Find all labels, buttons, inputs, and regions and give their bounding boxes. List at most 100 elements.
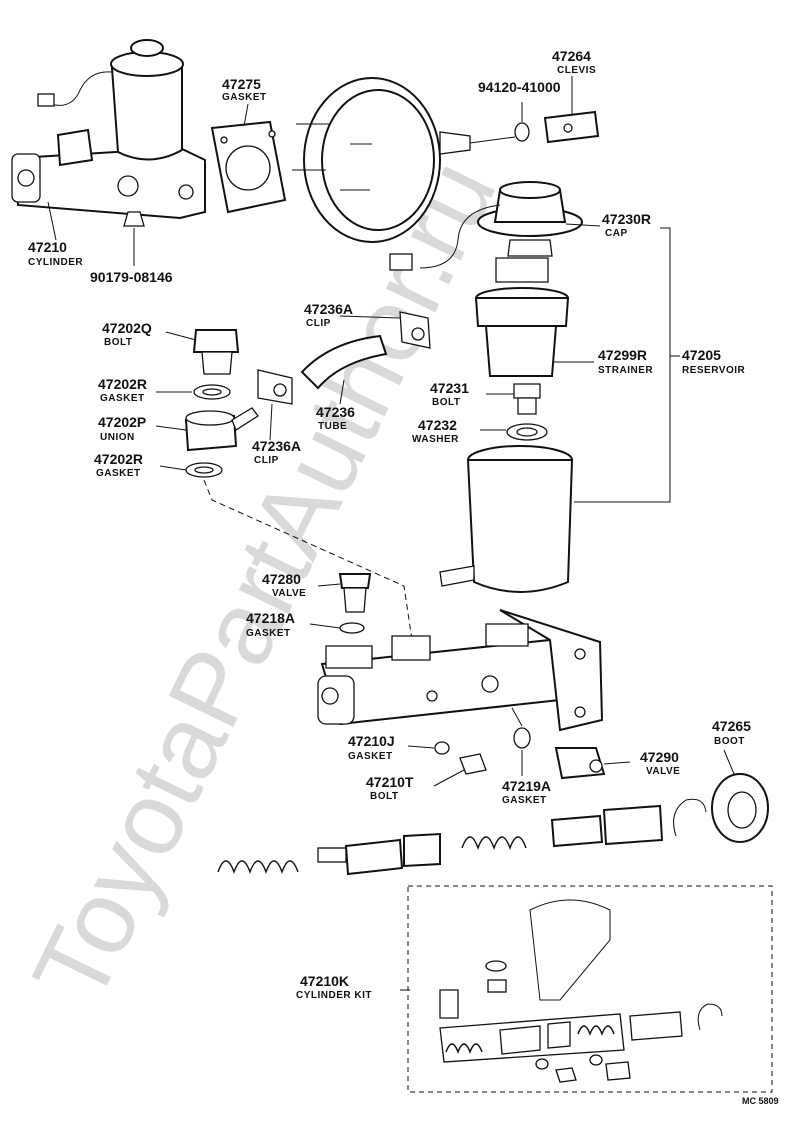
- svg-text:47232: 47232: [418, 417, 457, 433]
- svg-text:GASKET: GASKET: [246, 628, 291, 639]
- cylinder-body-illustration[interactable]: [317, 609, 604, 732]
- cylinder-kit-illustration[interactable]: [439, 899, 723, 1083]
- label-47210T: 47210T BOLT: [366, 774, 414, 802]
- label-47231: 47231 BOLT: [430, 380, 469, 408]
- svg-text:GASKET: GASKET: [348, 751, 393, 762]
- svg-text:BOOT: BOOT: [714, 736, 745, 747]
- svg-text:47202P: 47202P: [98, 414, 146, 430]
- pistons-and-springs-illustration[interactable]: [217, 798, 707, 876]
- label-47299R: 47299R STRAINER: [598, 347, 653, 376]
- reservoir-body-illustration[interactable]: [439, 445, 574, 593]
- svg-text:47205: 47205: [682, 347, 721, 363]
- svg-text:47210J: 47210J: [348, 733, 395, 749]
- label-47210: 47210 CYLINDER: [28, 239, 83, 268]
- leader-lines: [47, 76, 735, 991]
- label-47219A: 47219A GASKET: [502, 778, 551, 806]
- gasket-47210J-illustration[interactable]: [434, 741, 450, 755]
- svg-text:CLIP: CLIP: [254, 455, 279, 466]
- svg-text:CLIP: CLIP: [306, 318, 331, 329]
- label-47210J: 47210J GASKET: [348, 733, 395, 762]
- bolt-47231-illustration[interactable]: [513, 383, 541, 415]
- svg-text:CLEVIS: CLEVIS: [557, 65, 596, 76]
- svg-text:90179-08146: 90179-08146: [90, 269, 173, 285]
- label-47236: 47236 TUBE: [316, 404, 355, 432]
- strainer-47299R-illustration[interactable]: [474, 287, 570, 377]
- svg-text:47264: 47264: [552, 48, 591, 64]
- svg-text:STRAINER: STRAINER: [598, 365, 653, 376]
- clip-47236A-lower-illustration[interactable]: [257, 369, 293, 405]
- label-47202R-upper: 47202R GASKET: [98, 376, 147, 404]
- svg-text:BOLT: BOLT: [432, 397, 460, 408]
- diagram-code: MC 5809: [742, 1096, 779, 1106]
- label-47202Q: 47202Q BOLT: [102, 320, 152, 348]
- label-47202P: 47202P UNION: [98, 414, 146, 443]
- clip-47236A-upper-illustration[interactable]: [399, 311, 431, 349]
- valve-47290-illustration[interactable]: [554, 747, 606, 780]
- svg-text:94120-41000: 94120-41000: [478, 79, 561, 95]
- svg-text:47210K: 47210K: [300, 973, 349, 989]
- svg-text:47210T: 47210T: [366, 774, 414, 790]
- svg-text:WASHER: WASHER: [412, 434, 459, 445]
- valve-47280-illustration[interactable]: [338, 573, 372, 613]
- label-47236A-upper: 47236A CLIP: [304, 301, 353, 329]
- washer-47232-illustration[interactable]: [506, 423, 548, 441]
- label-47264: 47264 CLEVIS: [552, 48, 596, 76]
- svg-text:GASKET: GASKET: [100, 393, 145, 404]
- svg-text:47218A: 47218A: [246, 610, 295, 626]
- bolt-47202Q-illustration[interactable]: [192, 329, 240, 375]
- svg-text:BOLT: BOLT: [370, 791, 398, 802]
- svg-text:GASKET: GASKET: [502, 795, 547, 806]
- label-47280: 47280 VALVE: [262, 571, 306, 599]
- svg-text:47202Q: 47202Q: [102, 320, 152, 336]
- gasket-47202R-illustration[interactable]: [193, 384, 231, 400]
- gasket-47275-illustration[interactable]: [210, 120, 287, 214]
- label-47210K: 47210K CYLINDER KIT: [296, 973, 372, 1001]
- svg-text:47290: 47290: [640, 749, 679, 765]
- svg-text:47202R: 47202R: [94, 451, 143, 467]
- gasket-47218A-illustration[interactable]: [339, 622, 365, 634]
- bolt-47210T-illustration[interactable]: [459, 753, 487, 775]
- union-47202P-illustration[interactable]: [184, 407, 259, 452]
- svg-text:CYLINDER: CYLINDER: [28, 257, 83, 268]
- label-47205: 47205 RESERVOIR: [682, 347, 745, 376]
- label-47230R: 47230R CAP: [602, 211, 651, 239]
- svg-text:47275: 47275: [222, 76, 261, 92]
- label-90179-08146: 90179-08146: [90, 269, 173, 285]
- gasket-47202R-lower-illustration[interactable]: [185, 462, 223, 478]
- svg-text:47299R: 47299R: [598, 347, 647, 363]
- svg-text:47219A: 47219A: [502, 778, 551, 794]
- svg-text:CAP: CAP: [605, 228, 628, 239]
- label-47290: 47290 VALVE: [640, 749, 680, 777]
- svg-text:47230R: 47230R: [602, 211, 651, 227]
- label-47232: 47232 WASHER: [412, 417, 459, 445]
- label-47218A: 47218A GASKET: [246, 610, 295, 639]
- nut-94120-illustration[interactable]: [514, 122, 530, 142]
- label-47236A-lower: 47236A CLIP: [252, 438, 301, 466]
- clevis-47264-illustration[interactable]: [543, 110, 600, 144]
- svg-text:47236A: 47236A: [252, 438, 301, 454]
- svg-text:47236A: 47236A: [304, 301, 353, 317]
- svg-text:47236: 47236: [316, 404, 355, 420]
- label-47275: 47275 GASKET: [222, 76, 267, 103]
- svg-text:RESERVOIR: RESERVOIR: [682, 365, 745, 376]
- cylinder-assembly-illustration[interactable]: [11, 39, 206, 227]
- gasket-47219A-illustration[interactable]: [513, 727, 531, 749]
- svg-text:UNION: UNION: [100, 432, 135, 443]
- svg-text:VALVE: VALVE: [272, 588, 306, 599]
- svg-text:47202R: 47202R: [98, 376, 147, 392]
- svg-text:CYLINDER KIT: CYLINDER KIT: [296, 990, 372, 1001]
- svg-text:GASKET: GASKET: [222, 92, 267, 103]
- svg-text:47265: 47265: [712, 718, 751, 734]
- svg-text:47231: 47231: [430, 380, 469, 396]
- svg-text:47210: 47210: [28, 239, 67, 255]
- svg-text:TUBE: TUBE: [318, 421, 347, 432]
- reservoir-cap-illustration[interactable]: [389, 181, 583, 283]
- label-47265: 47265 BOOT: [712, 718, 751, 747]
- boot-47265-illustration[interactable]: [711, 773, 769, 843]
- label-94120-41000: 94120-41000: [478, 79, 561, 95]
- tube-47236-illustration[interactable]: [300, 334, 388, 390]
- brake-booster-illustration[interactable]: [292, 77, 516, 243]
- label-47202R-lower: 47202R GASKET: [94, 451, 143, 479]
- cylinder-kit-box: [407, 885, 773, 1093]
